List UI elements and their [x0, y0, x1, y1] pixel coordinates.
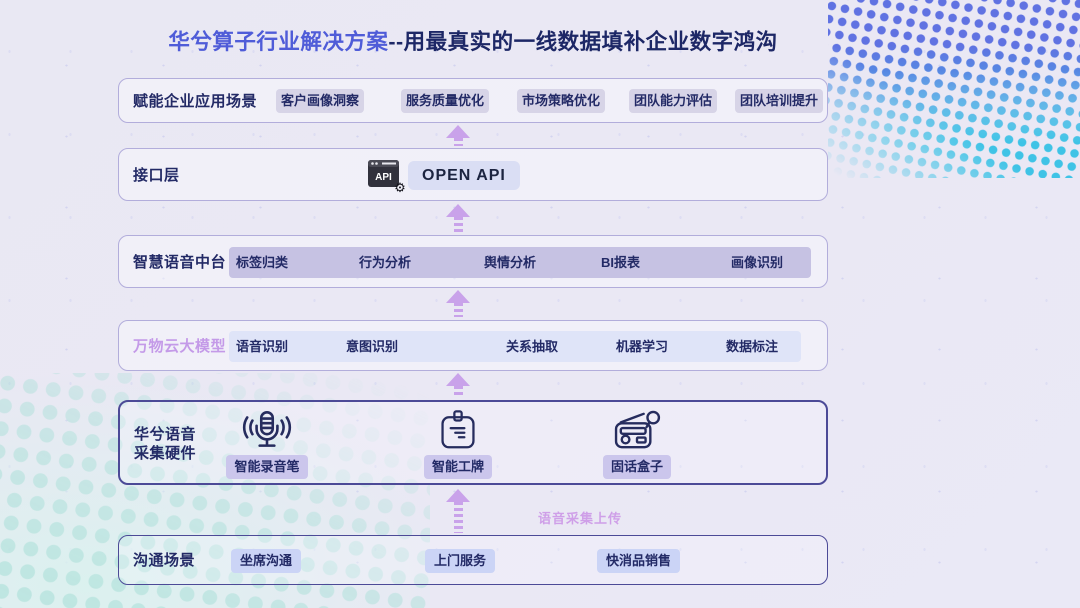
layer-scenes-label: 沟通场景: [133, 552, 196, 569]
middle-platform-item: 标签归类: [236, 255, 289, 270]
model-item: 机器学习: [616, 339, 669, 354]
layer-interface-label: 接口层: [133, 167, 180, 184]
arrow-head: [446, 204, 470, 217]
title-tagline: --用最真实的一线数据填补企业数字鸿沟: [388, 30, 778, 54]
application-tag: 市场策略优化: [517, 89, 606, 113]
upload-arrow-label: 语音采集上传: [538, 511, 623, 526]
badge-icon: [441, 410, 475, 449]
layer-hardware-box: 华兮语音 采集硬件 智能录音笔: [118, 400, 828, 485]
scene-tag: 坐席沟通: [231, 549, 302, 573]
layer-model-label: 万物云大模型: [133, 338, 227, 355]
phone-box-icon: [614, 410, 661, 449]
device-recorder-pen: 智能录音笔: [197, 410, 337, 479]
page-title: 华兮算子行业解决方案--用最真实的一线数据填补企业数字鸿沟: [118, 25, 828, 56]
layer-middle-platform-box: 智慧语音中台 标签归类 行为分析 舆情分析 BI报表 画像识别: [118, 235, 828, 288]
application-tag: 团队能力评估: [629, 89, 718, 113]
model-item: 语音识别: [236, 339, 289, 354]
hardware-label-line1: 华兮语音: [134, 426, 197, 443]
scene-tag: 快消品销售: [597, 549, 681, 573]
model-item: 意图识别: [346, 339, 399, 354]
arrow-stem: [453, 386, 463, 398]
layer-application-label: 赋能企业应用场景: [133, 93, 258, 110]
model-item: 数据标注: [726, 339, 779, 354]
up-arrow: [445, 373, 471, 398]
arrow-head: [446, 290, 470, 303]
application-tag: 团队培训提升: [735, 89, 824, 113]
halftone-dots-top-right: [828, 0, 1080, 178]
up-arrow: [445, 290, 471, 317]
arrow-stem: [453, 502, 463, 533]
up-arrow: [445, 204, 471, 233]
middle-platform-bar: 标签归类 行为分析 舆情分析 BI报表 画像识别: [229, 247, 811, 278]
gear-icon: ⚙: [394, 180, 405, 193]
scene-tag: 上门服务: [425, 549, 496, 573]
microphone-icon: [242, 410, 292, 447]
up-arrow: [445, 125, 471, 146]
device-phone-box: 固话盒子: [567, 410, 707, 479]
middle-platform-item: 画像识别: [731, 255, 784, 270]
arrow-stem: [453, 217, 463, 233]
layer-scenes-box: 沟通场景 坐席沟通 上门服务 快消品销售: [118, 535, 828, 585]
device-label: 智能录音笔: [226, 455, 308, 479]
title-brand: 华兮算子行业解决方案: [168, 30, 389, 54]
application-tag: 服务质量优化: [401, 89, 490, 113]
layer-application-box: 赋能企业应用场景 客户画像洞察 服务质量优化 市场策略优化 团队能力评估 团队培…: [118, 78, 828, 123]
layer-hardware-label: 华兮语音 采集硬件: [134, 425, 196, 463]
hardware-label-line2: 采集硬件: [134, 445, 197, 462]
arrow-head: [446, 373, 470, 386]
model-bar: 语音识别 意图识别 关系抽取 机器学习 数据标注: [229, 331, 801, 362]
middle-platform-item: 舆情分析: [484, 255, 537, 270]
device-smart-badge: 智能工牌: [388, 410, 528, 479]
device-label: 固话盒子: [602, 455, 671, 479]
model-item: 关系抽取: [506, 339, 559, 354]
up-arrow-upload: [445, 489, 471, 533]
open-api-tag: OPEN API: [408, 161, 520, 190]
middle-platform-item: BI报表: [601, 255, 641, 270]
layer-interface-box: 接口层 API ⚙ OPEN API: [118, 148, 828, 201]
api-window-icon: API ⚙: [368, 160, 405, 193]
layer-model-box: 万物云大模型 语音识别 意图识别 关系抽取 机器学习 数据标注: [118, 320, 828, 371]
application-tag: 客户画像洞察: [276, 89, 365, 113]
arrow-stem: [453, 138, 463, 146]
api-icon-text: API: [375, 172, 392, 183]
middle-platform-item: 行为分析: [359, 255, 412, 270]
device-label: 智能工牌: [423, 455, 492, 479]
layer-middle-platform-label: 智慧语音中台: [133, 254, 227, 271]
arrow-stem: [453, 303, 463, 317]
arrow-head: [446, 125, 470, 138]
arrow-head: [446, 489, 470, 502]
